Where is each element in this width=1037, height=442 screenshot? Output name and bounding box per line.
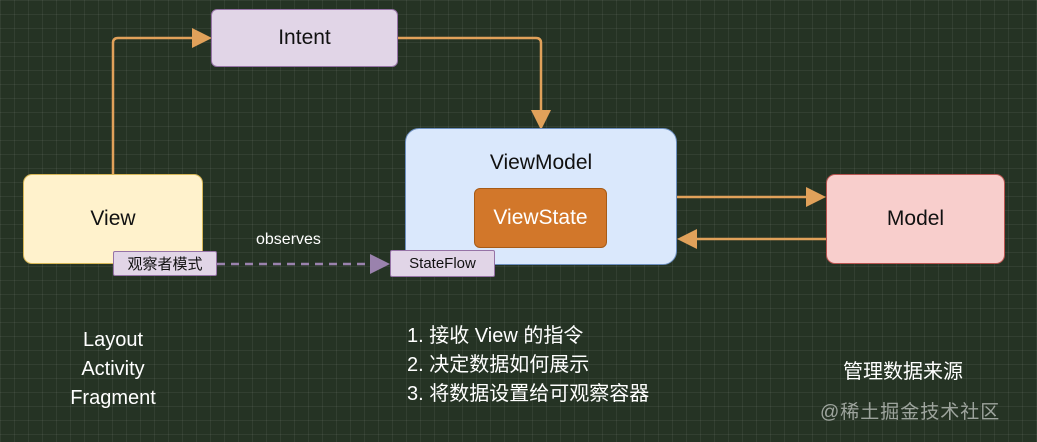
watermark: @稀土掘金技术社区 [820,402,1001,423]
view-description-line: Fragment [70,387,156,409]
observer-pattern-tag: 观察者模式 [113,251,217,276]
viewstate-node: ViewState [474,188,607,248]
model-node: Model [826,174,1005,264]
model-description: 管理数据来源 [843,361,963,383]
intent-node: Intent [211,9,398,67]
viewmodel-description-line: 2. 决定数据如何展示 [407,354,590,376]
view-description-line: Layout [82,329,144,351]
view-node: View [23,174,203,264]
view-to-intent-arrow [111,28,212,174]
view-description-line: Activity [81,358,145,380]
viewmodel-description: 1. 接收 View 的指令 2. 决定数据如何展示 3. 将数据设置给可观察容… [407,322,649,409]
stateflow-tag: StateFlow [390,250,495,277]
viewmodel-description-line: 1. 接收 View 的指令 [407,325,584,347]
observes-label: observes [256,231,321,248]
view-description: Layout Activity Fragment [36,326,190,413]
viewmodel-description-line: 3. 将数据设置给可观察容器 [407,383,650,405]
intent-to-viewmodel-arrow [398,36,551,130]
